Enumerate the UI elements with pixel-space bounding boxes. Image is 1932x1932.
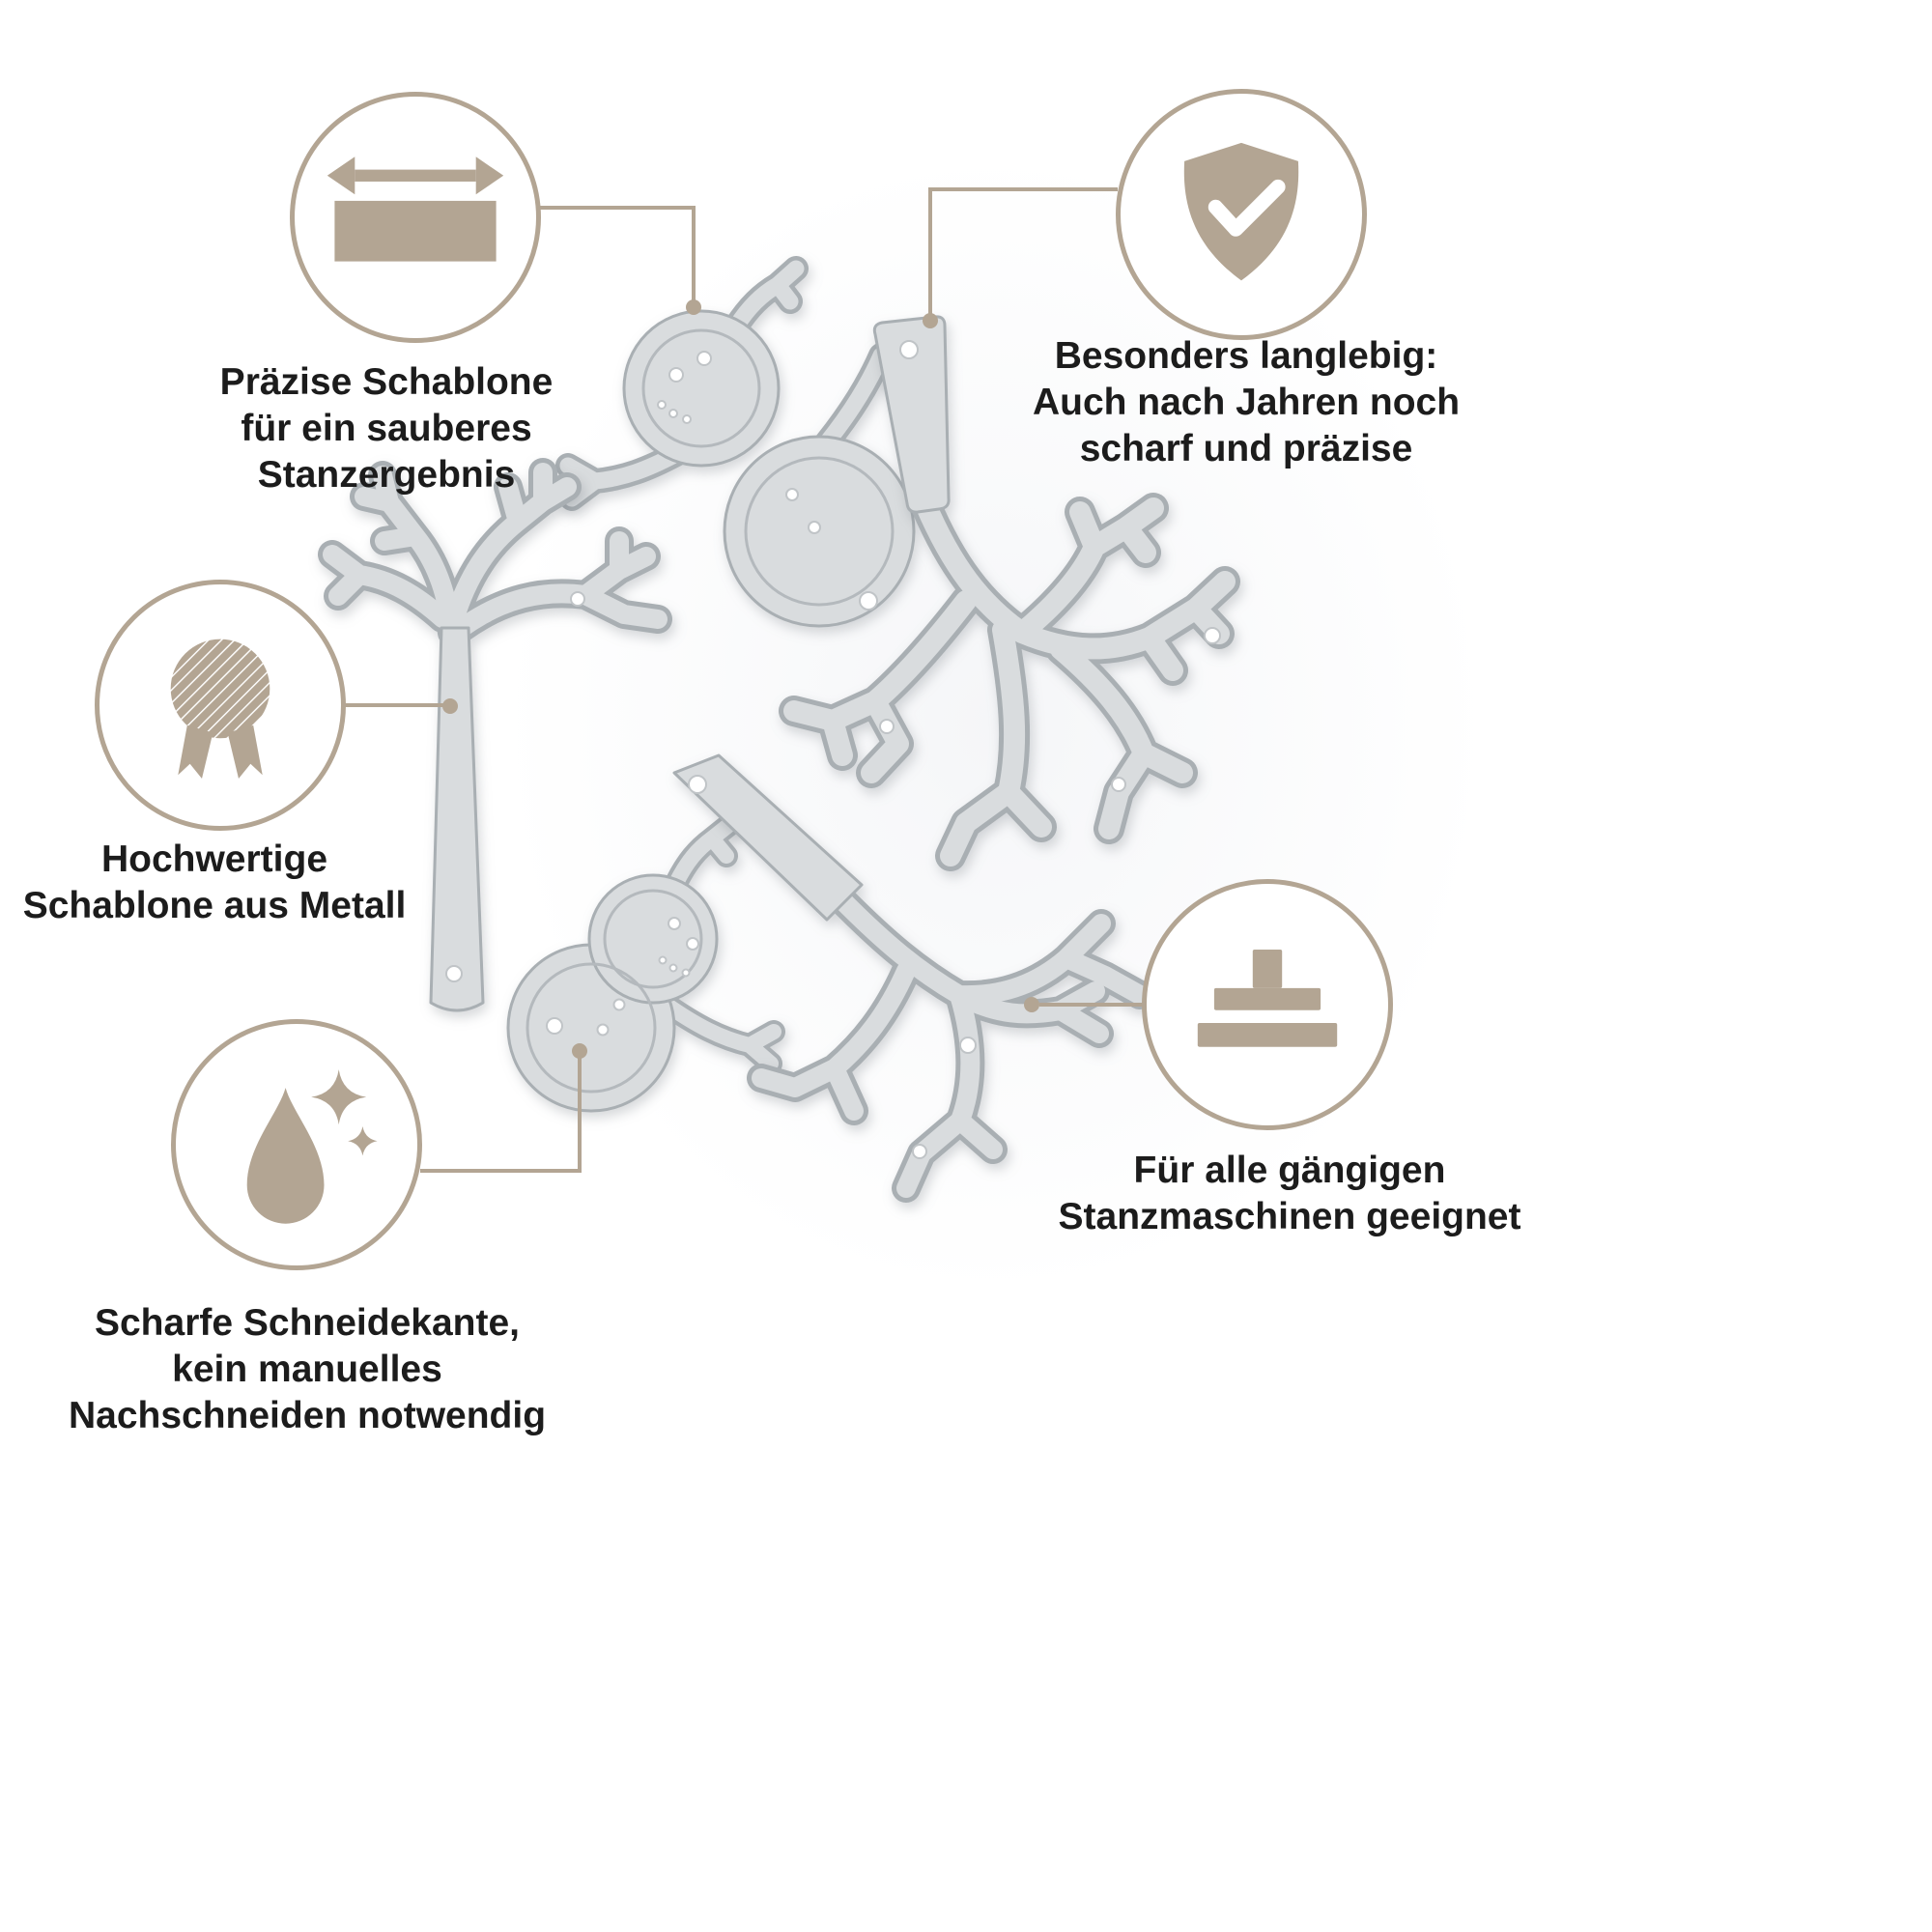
feature-line: scharf und präzise [1079, 428, 1413, 469]
feature-text-scharf: Scharfe Schneidekante, kein manuelles Na… [69, 1300, 546, 1439]
die-branch-large [794, 315, 1225, 856]
callout-line-scharf [420, 1057, 582, 1173]
die-branch-small [672, 753, 1140, 1188]
feature-text-praezise: Präzise Schablone für ein sauberes Stanz… [220, 359, 554, 498]
feature-line: für ein sauberes [241, 408, 532, 449]
callout-dot-praezise [686, 299, 701, 315]
feature-line: Für alle gängigen [1133, 1150, 1446, 1191]
width-arrow-icon [327, 156, 504, 262]
die-tree [332, 472, 658, 1012]
callout-line-langlebig [928, 187, 1118, 315]
feature-line: Auch nach Jahren noch [1032, 382, 1461, 423]
medal-icon [170, 639, 270, 779]
feature-line: Stanzmaschinen geeignet [1058, 1196, 1521, 1237]
feature-line: Stanzergebnis [257, 454, 516, 496]
die-snowman-large [568, 269, 914, 628]
feature-circle-hochwertig [95, 580, 346, 831]
feature-text-maschinen: Für alle gängigen Stanzmaschinen geeigne… [1059, 1148, 1521, 1240]
feature-line: Schablone aus Metall [22, 885, 407, 926]
die-press-icon [1197, 950, 1338, 1047]
feature-line: kein manuelles [172, 1349, 442, 1390]
feature-circle-langlebig [1116, 89, 1367, 340]
shield-check-icon [1183, 142, 1299, 281]
feature-line: Besonders langlebig: [1054, 335, 1438, 377]
callout-lines [344, 187, 1144, 1173]
feature-line: Scharfe Schneidekante, [94, 1302, 520, 1344]
feature-line: Hochwertige [100, 838, 328, 880]
callout-dot-maschinen [1024, 997, 1039, 1012]
die-snowman-small [506, 823, 774, 1113]
feature-line: Präzise Schablone [219, 361, 554, 403]
feature-text-langlebig: Besonders langlebig: Auch nach Jahren no… [1033, 333, 1460, 472]
callout-dot-scharf [572, 1043, 587, 1059]
feature-circle-praezise [290, 92, 541, 343]
feature-text-hochwertig: Hochwertige Schablone aus Metall [23, 837, 407, 929]
feature-circle-scharf [171, 1019, 422, 1270]
callout-line-praezise [539, 206, 696, 301]
callout-dot-langlebig [923, 313, 938, 328]
feature-line: Nachschneiden notwendig [68, 1395, 547, 1436]
droplet-sparkles-icon [246, 1069, 378, 1224]
feature-circle-maschinen [1142, 879, 1393, 1130]
callout-dot-hochwertig [442, 698, 458, 714]
